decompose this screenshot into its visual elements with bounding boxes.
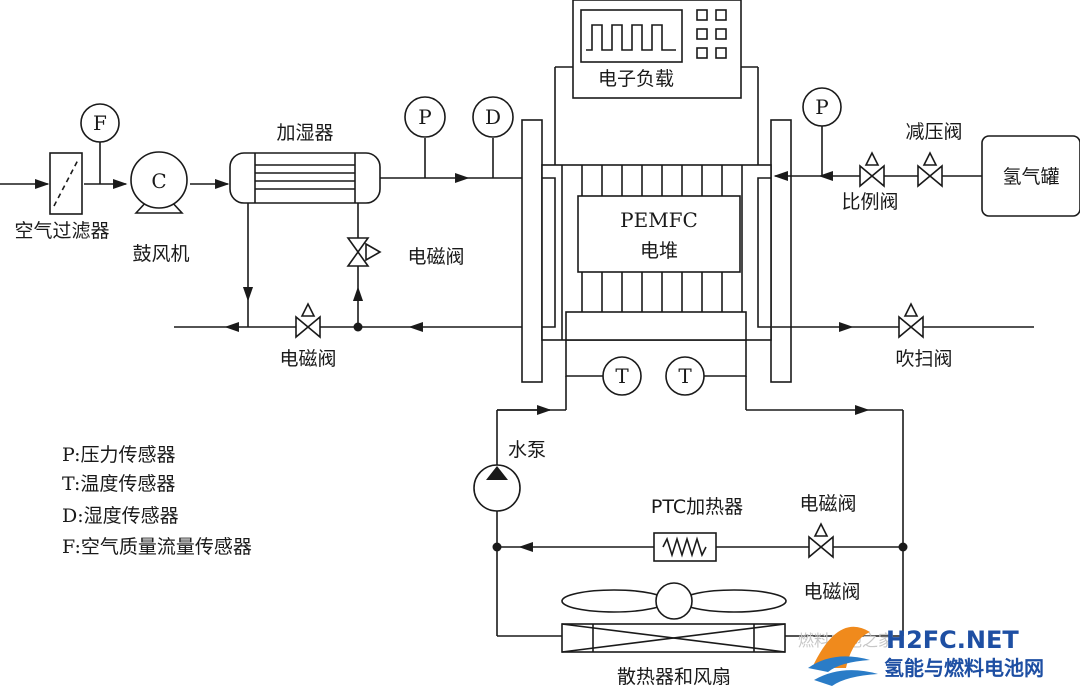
svg-text:T: T [615, 364, 629, 388]
legend-item-pressure: P:压力传感器 [62, 444, 176, 466]
svg-text:P: P [815, 95, 828, 119]
pressure-reducing-valve-label: 减压阀 [905, 121, 962, 143]
watermark-brand: H2FC.NET [886, 626, 1019, 654]
solenoid-valve-lower-label: 电磁阀 [279, 348, 336, 370]
air-filter [49, 152, 83, 215]
pemfc-stack: PEMFC 电堆 [541, 164, 772, 341]
ptc-heater-label: PTC加热器 [651, 496, 743, 518]
watermark-logo-icon [808, 626, 878, 686]
water-pump-label: 水泵 [508, 439, 546, 461]
svg-text:D: D [485, 105, 501, 129]
flow-sensor: F [80, 103, 120, 143]
electronic-load [554, 0, 759, 165]
radiator-and-fan [561, 582, 787, 653]
humidifier [229, 152, 381, 204]
air-supply-line [0, 138, 542, 190]
solenoid-valve-ptc [808, 522, 834, 559]
legend-item-temperature: T:温度传感器 [62, 473, 175, 495]
coolant-loop [492, 340, 908, 637]
watermark-site-name: 氢能与燃料电池网 [884, 656, 1044, 680]
air-filter-label: 空气过滤器 [14, 220, 109, 242]
radiator-fan-label: 散热器和风扇 [617, 666, 731, 688]
svg-text:T: T [678, 364, 692, 388]
air-exhaust-line [174, 321, 540, 333]
humidifier-return-lines [242, 203, 364, 327]
legend-item-flow: F:空气质量流量传感器 [62, 536, 252, 558]
stack-end-plate-left [521, 119, 543, 383]
solenoid-valve-ptc-label: 电磁阀 [799, 493, 856, 515]
blower-label: 鼓风机 [132, 243, 189, 265]
svg-text:P: P [418, 105, 431, 129]
pressure-sensor-air: P [404, 96, 446, 138]
hydrogen-supply-line [773, 126, 982, 182]
svg-text:F: F [93, 111, 107, 135]
purge-valve-label: 吹扫阀 [895, 348, 952, 370]
ptc-heater [653, 532, 717, 562]
svg-text:C: C [151, 169, 166, 193]
humidifier-label: 加湿器 [276, 122, 333, 144]
water-pump [473, 464, 521, 512]
hydrogen-tank-label: 氢气罐 [1002, 166, 1059, 188]
stack-label-pemfc: PEMFC [620, 208, 698, 232]
watermark: 燃料电池之家 H2FC.NET 氢能与燃料电池网 [798, 626, 1044, 686]
legend: P:压力传感器 T:温度传感器 D:湿度传感器 F:空气质量流量传感器 [62, 444, 252, 558]
solenoid-valve-vertical [346, 237, 382, 267]
solenoid-valve-radiator-label: 电磁阀 [803, 581, 860, 603]
stack-end-plate-right [770, 119, 792, 383]
proportional-valve-label: 比例阀 [841, 191, 898, 213]
humidity-sensor: D [472, 96, 514, 138]
temperature-sensor-right: T [665, 356, 705, 396]
pressure-sensor-h2: P [802, 87, 842, 127]
blower: C [130, 151, 188, 214]
solenoid-valve-upper-label: 电磁阀 [407, 246, 464, 268]
purge-valve [898, 302, 924, 339]
pressure-reducing-valve [917, 151, 943, 188]
stack-label-stack: 电堆 [640, 240, 678, 262]
electronic-load-label: 电子负载 [598, 68, 674, 90]
solenoid-valve-exhaust [295, 302, 321, 339]
temperature-sensor-left: T [602, 356, 642, 396]
legend-item-humidity: D:湿度传感器 [62, 505, 179, 527]
hydrogen-tank [981, 135, 1080, 217]
proportional-valve [859, 151, 885, 188]
